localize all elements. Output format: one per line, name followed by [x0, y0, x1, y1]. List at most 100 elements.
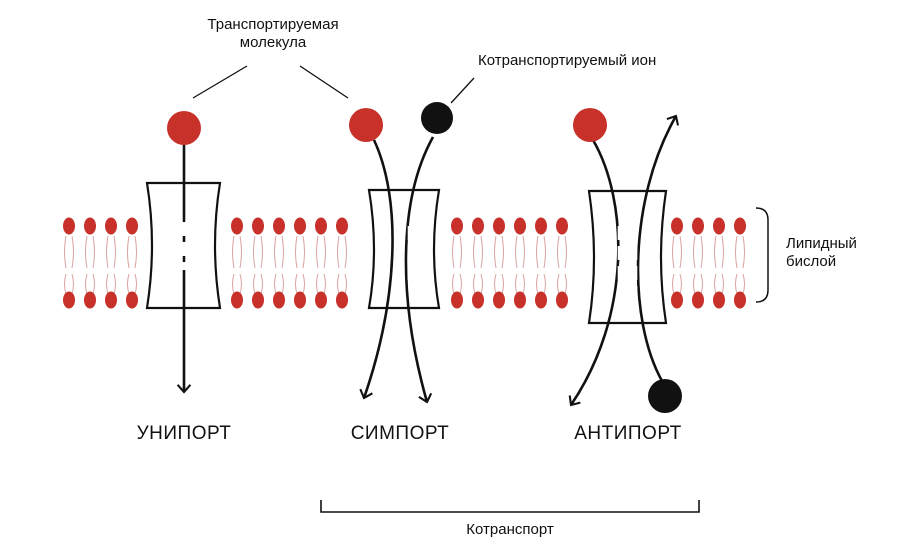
- lipid-head: [734, 291, 746, 309]
- lipid-tail: [64, 273, 67, 295]
- lipid-head: [294, 217, 306, 235]
- lipid-tail: [85, 235, 88, 269]
- lipid-tail: [515, 273, 518, 295]
- lipid-tail: [501, 235, 504, 269]
- lipid-tail: [742, 273, 745, 295]
- lipid-head: [493, 217, 505, 235]
- lipid-head: [273, 291, 285, 309]
- antiport-ion: [648, 379, 682, 413]
- lipid-head: [451, 291, 463, 309]
- lipid-tail: [127, 273, 130, 295]
- lipid-tail: [281, 235, 284, 269]
- lipid-tail: [536, 273, 539, 295]
- lipid-head: [671, 217, 683, 235]
- lipid-head: [63, 217, 75, 235]
- lipid-head: [336, 217, 348, 235]
- lipid-tail: [316, 273, 319, 295]
- lipid-tail: [71, 273, 74, 295]
- lipid-tail: [274, 273, 277, 295]
- lipid-head: [105, 217, 117, 235]
- lipid-head: [671, 291, 683, 309]
- lipid-tail: [693, 273, 696, 295]
- lipid-tail: [700, 235, 703, 269]
- transported-line2: молекула: [239, 34, 307, 51]
- symport-group: [349, 102, 453, 404]
- lipid-tail: [564, 235, 567, 269]
- lipid-head: [451, 217, 463, 235]
- symport-molecule: [349, 108, 383, 142]
- lipid-tail: [501, 273, 504, 295]
- bilayer-line1: Липидный: [786, 235, 857, 252]
- lipid-tail: [134, 235, 137, 269]
- cotransport-bracket: [320, 500, 700, 513]
- lipid-tail: [543, 235, 546, 269]
- lipid-tail: [721, 235, 724, 269]
- lipid-tail: [473, 273, 476, 295]
- lipid-tail: [480, 235, 483, 269]
- lipid-head: [713, 217, 725, 235]
- lipid-tail: [714, 273, 717, 295]
- callout-line-uniport-molecule: [192, 65, 248, 99]
- lipid-head: [734, 217, 746, 235]
- lipid-tail: [232, 235, 235, 269]
- lipid-tail: [113, 273, 116, 295]
- lipid-tail: [452, 235, 455, 269]
- lipid-tail: [274, 235, 277, 269]
- lipid-tail: [564, 273, 567, 295]
- lipid-head: [63, 291, 75, 309]
- lipid-tail: [253, 235, 256, 269]
- lipid-tail: [693, 235, 696, 269]
- lipid-tail: [543, 273, 546, 295]
- lipid-head: [252, 291, 264, 309]
- lipid-head: [472, 217, 484, 235]
- lipid-tail: [344, 235, 347, 269]
- uniport-molecule: [167, 111, 201, 145]
- lipid-tail: [295, 273, 298, 295]
- lipid-head: [493, 291, 505, 309]
- antiport-label: АНТИПОРТ: [574, 423, 682, 444]
- lipid-head: [514, 291, 526, 309]
- lipid-bilayer: [63, 217, 746, 309]
- lipid-head: [105, 291, 117, 309]
- lipid-tail: [672, 235, 675, 269]
- lipid-head: [252, 217, 264, 235]
- transported-line1: Транспортируемая: [207, 16, 339, 33]
- symport-label: СИМПОРТ: [350, 423, 450, 444]
- lipid-tail: [260, 273, 263, 295]
- lipid-head: [692, 217, 704, 235]
- cotransported-ion-label: Котранспортируемый ион: [478, 52, 657, 69]
- lipid-head: [556, 291, 568, 309]
- antiport-arrow-ion: [636, 114, 680, 382]
- lipid-tail: [494, 235, 497, 269]
- lipid-tail: [735, 273, 738, 295]
- uniport-label: УНИПОРТ: [136, 423, 232, 444]
- lipid-tail: [536, 235, 539, 269]
- lipid-tail: [700, 273, 703, 295]
- lipid-head: [294, 291, 306, 309]
- lipid-head: [231, 217, 243, 235]
- lipid-tail: [253, 273, 256, 295]
- lipid-tail: [92, 273, 95, 295]
- antiport-arrow-molecule: [568, 139, 620, 407]
- lipid-tail: [302, 273, 305, 295]
- lipid-tail: [281, 273, 284, 295]
- transported-molecule-label: Транспортируемая молекула: [178, 16, 368, 52]
- lipid-tail: [735, 235, 738, 269]
- lipid-tail: [515, 235, 518, 269]
- lipid-tail: [459, 273, 462, 295]
- lipid-bilayer-label: Липидный бислой: [786, 235, 857, 271]
- lipid-head: [535, 217, 547, 235]
- lipid-head: [713, 291, 725, 309]
- antiport-molecule: [573, 108, 607, 142]
- lipid-tail: [113, 235, 116, 269]
- bilayer-line2: бислой: [786, 253, 837, 270]
- lipid-head: [472, 291, 484, 309]
- uniport-group: [145, 111, 222, 394]
- lipid-tail: [323, 273, 326, 295]
- lipid-tail: [127, 235, 130, 269]
- lipid-tail: [302, 235, 305, 269]
- lipid-tail: [239, 273, 242, 295]
- lipid-head: [535, 291, 547, 309]
- lipid-tail: [522, 235, 525, 269]
- lipid-tail: [232, 273, 235, 295]
